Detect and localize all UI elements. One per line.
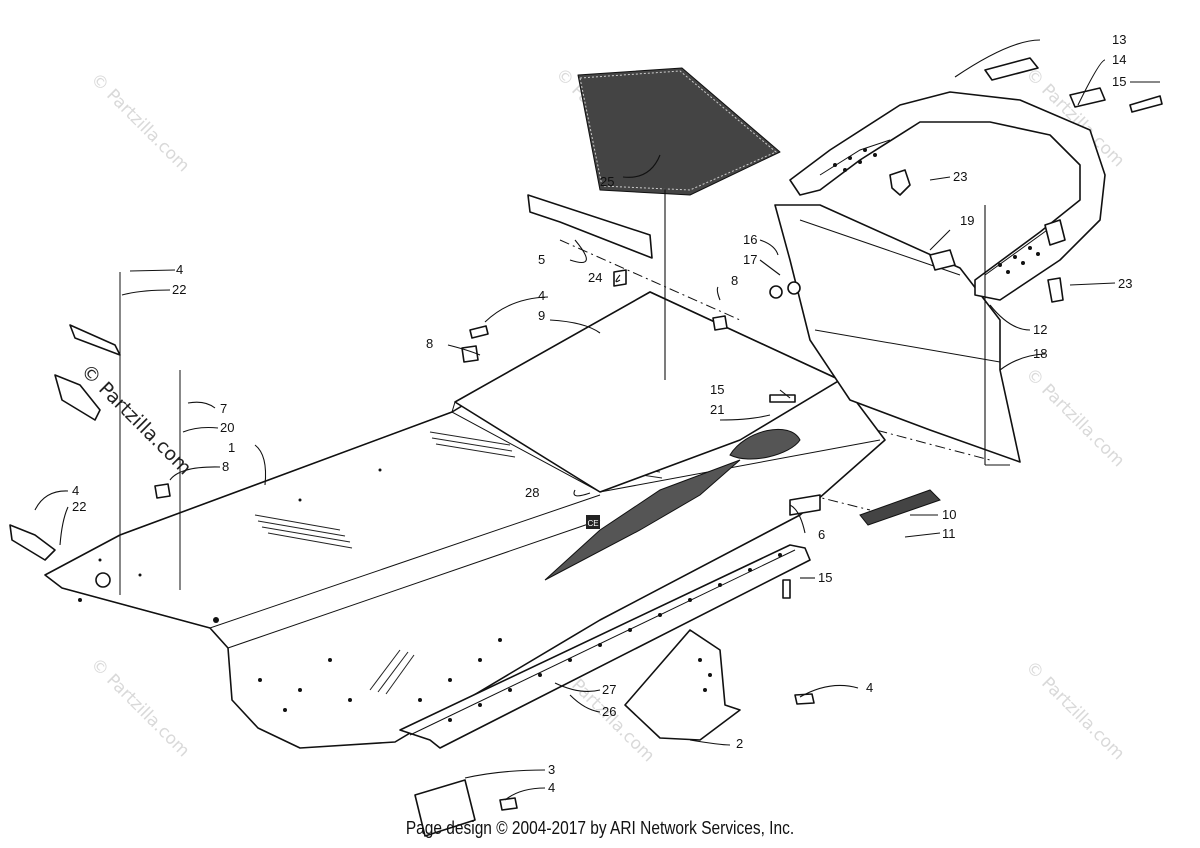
alignment-lines — [559, 239, 991, 511]
rear-plate-part-9 — [454, 291, 841, 493]
callout-label: 15 — [818, 570, 832, 585]
callout-label: 16 — [743, 232, 757, 247]
callout-label: 27 — [602, 682, 616, 697]
ce-mark-text: CE — [587, 519, 598, 528]
watermark: © Partzilla.com — [86, 69, 193, 176]
side-decal-part-6 — [544, 428, 801, 581]
callout-label: 4 — [176, 262, 183, 277]
alignment-line — [559, 239, 741, 321]
callout-label: 3 — [548, 762, 555, 777]
alignment-line — [769, 484, 871, 511]
callout-label: 24 — [588, 270, 602, 285]
callout-label: 10 — [942, 507, 956, 522]
seat-pad-part-25 — [577, 67, 781, 196]
callout-label: 5 — [538, 252, 545, 267]
running-board-part-26 — [399, 494, 821, 749]
rear-bumper-part-12 — [789, 91, 1106, 301]
rear-flap-part-18 — [774, 204, 1021, 463]
bracket-part-2 — [624, 629, 741, 741]
plate-part-3 — [414, 779, 476, 837]
callout-label: 7 — [220, 401, 227, 416]
callout-leaders — [34, 39, 1160, 801]
callout-label: 22 — [172, 282, 186, 297]
callout-labels: 4 22 7 20 1 8 4 22 4 8 9 5 24 25 8 15 21… — [72, 32, 1132, 795]
callout-label: 15 — [1112, 74, 1126, 89]
alignment-line — [799, 409, 991, 461]
callout-label: 4 — [538, 288, 545, 303]
footer-copyright: Page design © 2004-2017 by ARI Network S… — [405, 818, 795, 838]
watermark: © Partzilla.com — [1021, 657, 1128, 764]
callout-label: 14 — [1112, 52, 1126, 67]
ce-mark-part-28: CE — [586, 515, 600, 529]
callout-label: 18 — [1033, 346, 1047, 361]
callout-label: 17 — [743, 252, 757, 267]
fasteners — [9, 95, 1163, 811]
reflector-part-10 — [859, 489, 941, 526]
callout-label: 8 — [731, 273, 738, 288]
callout-label: 28 — [525, 485, 539, 500]
callout-label: 12 — [1033, 322, 1047, 337]
callout-label: 4 — [866, 680, 873, 695]
callout-label: 13 — [1112, 32, 1126, 47]
strip-part-5 — [527, 194, 653, 259]
callout-label: 4 — [72, 483, 79, 498]
callout-label: 15 — [710, 382, 724, 397]
callout-label: 8 — [222, 459, 229, 474]
callout-label: 2 — [736, 736, 743, 751]
watermark: © Partzilla.com — [1021, 364, 1128, 471]
watermark: © Partzilla.com — [86, 654, 193, 761]
callout-label: 23 — [953, 169, 967, 184]
callout-label: 26 — [602, 704, 616, 719]
callout-label: 4 — [548, 780, 555, 795]
callout-label: 9 — [538, 308, 545, 323]
clip-parts — [889, 169, 1066, 303]
callout-label: 11 — [942, 526, 956, 541]
callout-label: 23 — [1118, 276, 1132, 291]
callout-label: 20 — [220, 420, 234, 435]
callout-label: 25 — [600, 174, 614, 189]
callout-label: 21 — [710, 402, 724, 417]
callout-label: 1 — [228, 440, 235, 455]
callout-label: 19 — [960, 213, 974, 228]
callout-label: 8 — [426, 336, 433, 351]
callout-label: 6 — [818, 527, 825, 542]
callout-label: 22 — [72, 499, 86, 514]
